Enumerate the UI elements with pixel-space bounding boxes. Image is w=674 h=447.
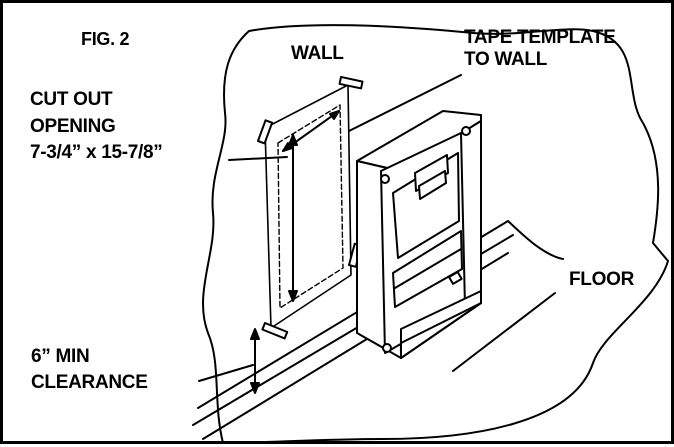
screw: [382, 343, 392, 353]
clearance-label: 6” MIN CLEARANCE: [31, 344, 148, 395]
tape-template-line-1: TAPE TEMPLATE: [464, 27, 616, 48]
grille-line: [394, 248, 462, 289]
tape-template-line-2: TO WALL: [464, 48, 548, 70]
cutout-label: CUT OUT OPENING 7-3/4” x 15-7/8”: [30, 87, 163, 167]
wall-outline: [202, 24, 669, 444]
screw: [380, 174, 390, 184]
door-handle: [418, 170, 447, 200]
clearance-line-1: 6” MIN: [31, 346, 90, 367]
arrowhead: [250, 328, 260, 340]
leader-line: [452, 292, 556, 372]
arrowhead: [329, 110, 340, 120]
wall-label: WALL: [291, 43, 344, 64]
cutout-dashes: [277, 104, 344, 309]
door-handle-recess: [414, 154, 449, 192]
floor-label: FLOOR: [569, 269, 634, 290]
screw: [461, 126, 471, 136]
floor-edge: [507, 220, 564, 260]
arrowhead: [288, 134, 298, 146]
template-sheet: [264, 84, 352, 329]
tape-strip: [261, 322, 289, 340]
cutout-line-2: OPENING: [30, 115, 116, 137]
tape-template-label: TAPE TEMPLATE TO WALL: [464, 27, 616, 71]
clearance-line-2: CLEARANCE: [31, 371, 148, 393]
arrowhead: [250, 382, 260, 394]
installation-diagram: [192, 24, 669, 444]
leader-line: [198, 364, 254, 382]
leader-line: [348, 74, 462, 132]
unit-base-line: [400, 302, 482, 344]
leader-line: [228, 156, 288, 161]
arrowhead: [288, 290, 298, 302]
control-switch: [448, 271, 463, 285]
cutout-line-1: CUT OUT: [30, 89, 113, 110]
cutout-dimensions: 7-3/4” x 15-7/8”: [30, 142, 163, 164]
tape-strip: [257, 119, 274, 145]
figure-label: FIG. 2: [81, 29, 130, 49]
tape-strip: [338, 76, 364, 90]
